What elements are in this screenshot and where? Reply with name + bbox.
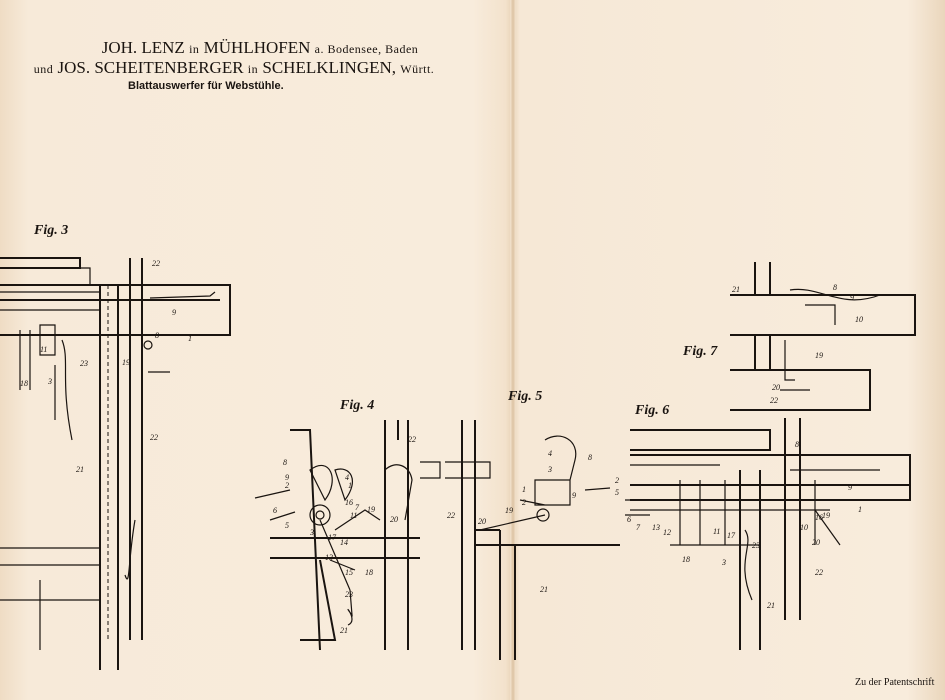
svg-text:16: 16 [345,498,353,507]
svg-text:11: 11 [40,345,47,354]
figure-7: Fig. 7 21 8 9 10 19 20 22 [682,262,916,411]
connector-in: in [189,42,200,56]
svg-text:23: 23 [345,590,353,599]
svg-text:11: 11 [713,527,720,536]
svg-text:19: 19 [367,505,375,514]
region-1: a. Bodensee, Baden [314,42,419,56]
svg-text:23: 23 [752,541,760,550]
svg-text:2: 2 [522,498,526,507]
patent-subtitle: Blattauswerfer für Webstühle. [128,80,284,92]
svg-text:1: 1 [188,334,192,343]
svg-text:22: 22 [150,433,158,442]
figure-3: Fig. 3 22 9 1 8 11 23 3 18 21 22 19 [0,223,231,670]
svg-text:21: 21 [340,626,348,635]
svg-text:5: 5 [615,488,619,497]
svg-text:8: 8 [588,453,592,462]
svg-text:17: 17 [328,533,337,542]
svg-text:1: 1 [348,481,352,490]
svg-text:8: 8 [155,331,159,340]
footer-note: Zu der Patentschrift [855,677,935,688]
svg-text:11: 11 [350,511,357,520]
svg-text:22: 22 [770,396,778,405]
region-2: Württ. [400,62,435,76]
figure-7-label: Fig. 7 [682,344,718,359]
page-fold [510,0,516,700]
svg-text:7: 7 [636,523,641,532]
svg-text:17: 17 [727,531,736,540]
svg-text:8: 8 [795,440,799,449]
place-2: SCHELKLINGEN, [262,58,397,77]
svg-text:9: 9 [850,293,854,302]
svg-text:8: 8 [833,283,837,292]
figure-5-label: Fig. 5 [507,389,542,404]
svg-text:14: 14 [340,538,348,547]
svg-text:4: 4 [345,473,349,482]
svg-text:15: 15 [345,568,353,577]
svg-text:9: 9 [572,491,576,500]
svg-text:4: 4 [548,449,552,458]
inventor-name-1: JOH. LENZ [101,38,185,57]
svg-text:3: 3 [721,558,726,567]
svg-text:7: 7 [355,503,360,512]
svg-text:22: 22 [815,568,823,577]
svg-text:9: 9 [285,473,289,482]
svg-text:22: 22 [447,511,455,520]
svg-text:6: 6 [273,506,277,515]
connector-und: und [33,62,54,76]
svg-text:21: 21 [540,585,548,594]
svg-text:13: 13 [325,553,333,562]
svg-text:19: 19 [815,351,823,360]
svg-text:6: 6 [627,515,631,524]
svg-text:22: 22 [408,435,416,444]
svg-text:9: 9 [172,308,176,317]
inventor-line-2: und JOS. SCHEITENBERGER in SCHELKLINGEN,… [0,58,474,78]
svg-text:2: 2 [615,476,619,485]
figure-6-label: Fig. 6 [634,403,669,418]
svg-text:21: 21 [76,465,84,474]
place-1: MÜHLHOFEN [203,38,311,57]
svg-text:20: 20 [478,517,486,526]
svg-text:23: 23 [80,359,88,368]
figure-3-label: Fig. 3 [33,223,68,238]
svg-text:1: 1 [858,505,862,514]
svg-text:20: 20 [812,538,820,547]
svg-text:10: 10 [855,315,863,324]
svg-text:22: 22 [152,259,160,268]
svg-text:2: 2 [285,481,289,490]
svg-text:21: 21 [732,285,740,294]
svg-text:12: 12 [663,528,671,537]
svg-text:18: 18 [20,379,28,388]
svg-text:1: 1 [522,485,526,494]
inventor-name-2: JOS. SCHEITENBERGER [57,58,244,77]
svg-text:20: 20 [390,515,398,524]
svg-text:3: 3 [547,465,552,474]
svg-text:16: 16 [815,513,823,522]
svg-text:13: 13 [652,523,660,532]
inventor-line-1: JOH. LENZ in MÜHLHOFEN a. Bodensee, Bade… [20,38,500,58]
svg-text:19: 19 [122,358,130,367]
svg-text:19: 19 [822,511,830,520]
connector-in-2: in [247,62,259,76]
svg-text:20: 20 [772,383,780,392]
svg-text:21: 21 [767,601,775,610]
svg-text:3: 3 [47,377,52,386]
svg-text:3: 3 [309,528,314,537]
svg-text:5: 5 [285,521,289,530]
svg-text:19: 19 [505,506,513,515]
svg-text:10: 10 [800,523,808,532]
svg-text:18: 18 [365,568,373,577]
svg-text:8: 8 [283,458,287,467]
svg-text:9: 9 [848,483,852,492]
svg-text:18: 18 [682,555,690,564]
figure-4-label: Fig. 4 [339,398,374,413]
